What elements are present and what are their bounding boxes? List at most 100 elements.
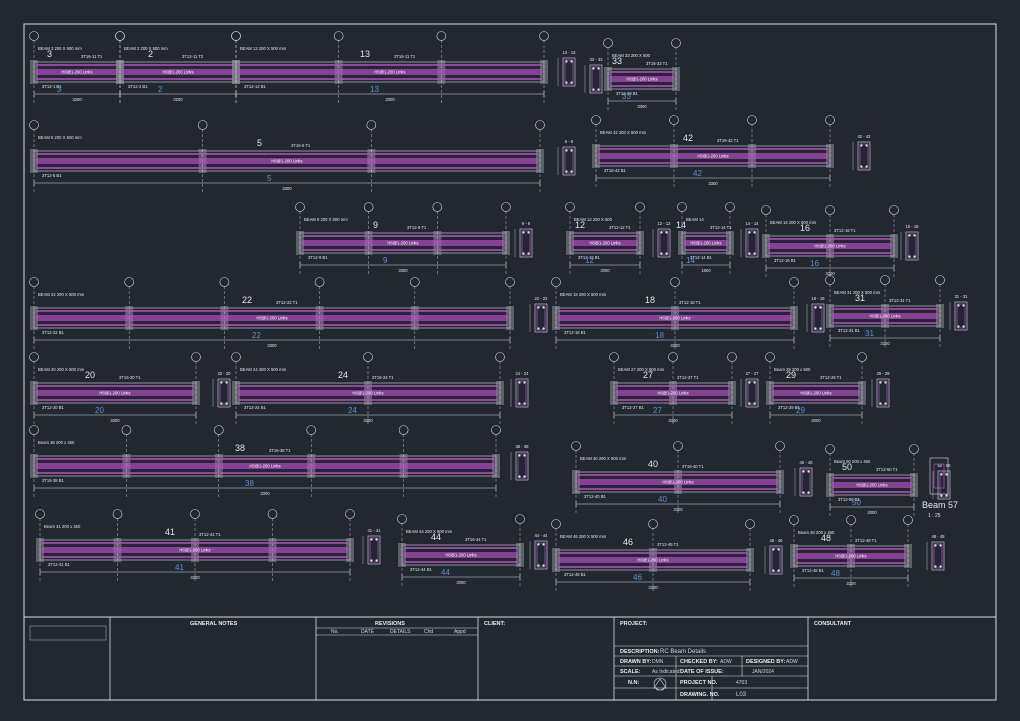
section-bar [592, 67, 595, 70]
beam-section-label: BEAM 24 200 X 500 mm [240, 367, 287, 372]
stirrup-zone [404, 552, 518, 558]
section-stirrup [933, 543, 943, 569]
beam-number: 42 [683, 133, 693, 143]
bottom-bar-label: 3T12-31 B1 [838, 328, 861, 333]
section-bar [523, 475, 526, 478]
grid-axis-bubble [409, 277, 420, 287]
beam-number: 24 [338, 370, 348, 380]
grid-axis-bubble [314, 277, 325, 287]
section-bar [523, 402, 526, 405]
beam-mark: 40 [658, 495, 667, 504]
section-stirrup [771, 547, 781, 573]
section-cut-label: 42 - 42 [857, 134, 871, 139]
grid-axis-bubble [648, 519, 658, 529]
section-cut-label: 40 - 40 [799, 460, 813, 465]
section-bar [220, 402, 223, 405]
revision-col-details: DETAILS [390, 629, 411, 635]
section-bar [523, 454, 526, 457]
drawing-no-value: L03 [736, 692, 747, 698]
section-stirrup [521, 230, 531, 256]
beam-number: 9 [373, 220, 378, 230]
beam-mark: 16 [810, 259, 819, 268]
section-bar [660, 231, 663, 234]
beam-mark: 12 [585, 256, 594, 265]
section-bar [753, 381, 756, 384]
grid-axis-bubble [677, 202, 687, 212]
top-bar-label: 3T12-27 T1 [677, 375, 699, 380]
section-cut-label: 44 - 44 [534, 533, 548, 538]
section-outline [562, 57, 576, 87]
beam-mark: 44 [441, 568, 450, 577]
stirrup-label: H8@1-200 Links [271, 159, 302, 164]
section-cut-label: 27 - 27 [745, 371, 759, 376]
drawn-by-label: DRAWN BY: [620, 659, 652, 665]
section-bar [597, 67, 600, 70]
section-outline [534, 540, 548, 570]
section-cut-label: 18 - 18 [811, 296, 825, 301]
grid-axis-bubble [112, 509, 123, 519]
beam-section-label: BEAM 27 200 X 500 mm [618, 367, 665, 372]
top-bar-label: 3T12-11 T2 [182, 54, 204, 59]
stirrup-zone [238, 69, 542, 75]
beam-number: 46 [623, 537, 633, 547]
grid-axis-bubble [909, 444, 919, 454]
stirrup-label: H8@1-200 Links [690, 241, 721, 246]
bottom-bar-label: 3T12-9 B1 [308, 255, 328, 260]
section-bar [753, 252, 756, 255]
bottom-bar-label: 3T12-22 B1 [42, 330, 65, 335]
bottom-bar-label: 3T12-1 B1 [42, 84, 62, 89]
stirrup-label: H8@1-200 Links [657, 391, 688, 396]
section-bar [565, 149, 568, 152]
section-stirrup [747, 230, 757, 256]
scale-label: SCALE: [620, 669, 641, 675]
revision-col-appd: Appd [454, 629, 466, 635]
bottom-bar-label: 3T12-24 B1 [244, 405, 267, 410]
beam-57-frame [929, 457, 949, 495]
stirrup-label: H8@1-200 Links [179, 548, 210, 553]
top-bar-label: 3T16-5 T1 [291, 143, 311, 148]
section-bar [860, 165, 863, 168]
beam-57-section: Beam 571 : 25 [922, 457, 958, 519]
bottom-bar-label: 3T12-50 B1 [838, 497, 861, 502]
stirrup-zone [302, 240, 504, 246]
beam-number: 40 [648, 459, 658, 469]
grid-axis-bubble [115, 31, 125, 41]
grid-axis-bubble [535, 120, 545, 130]
section-stirrup [813, 305, 823, 331]
beam-section-22: 22 - 22 [529, 296, 548, 333]
stirrup-zone [616, 390, 730, 396]
top-bar-label: 3T16-44 T1 [465, 537, 487, 542]
section-cut-label: 29 - 29 [876, 371, 890, 376]
grid-axis-bubble [825, 275, 835, 285]
drawing-no-label: DRAWING. NO. [680, 692, 720, 698]
beam-section-label: Beam 48 200 x 450 [798, 530, 835, 535]
bottom-bar-label: 3T12-18 B1 [564, 330, 587, 335]
grid-axis-bubble [197, 120, 208, 130]
stirrup-label: H8@1-200 Links [856, 483, 887, 488]
grid-axis-bubble [880, 275, 890, 285]
beam-section-48: 48 - 48 [926, 534, 945, 571]
bottom-bar-label: 3T12-44 B1 [410, 567, 433, 572]
span-dimension: 3300 [190, 575, 200, 580]
grid-axis-bubble [669, 115, 679, 125]
section-cut-label: 22 - 22 [534, 296, 548, 301]
section-bar [940, 494, 943, 497]
beam-mark: 18 [655, 331, 664, 340]
stirrup-zone [558, 557, 748, 563]
section-bar [523, 381, 526, 384]
section-bar [908, 255, 911, 258]
revision-col-date: DATE [361, 629, 375, 635]
section-bar [884, 381, 887, 384]
section-outline [534, 303, 548, 333]
section-bar [542, 564, 545, 567]
section-outline [954, 301, 968, 331]
beam-section-label: Beam 38 200 x 450 [38, 440, 75, 445]
general-notes-title: GENERAL NOTES [190, 621, 238, 627]
grid-axis-bubble [363, 352, 373, 362]
